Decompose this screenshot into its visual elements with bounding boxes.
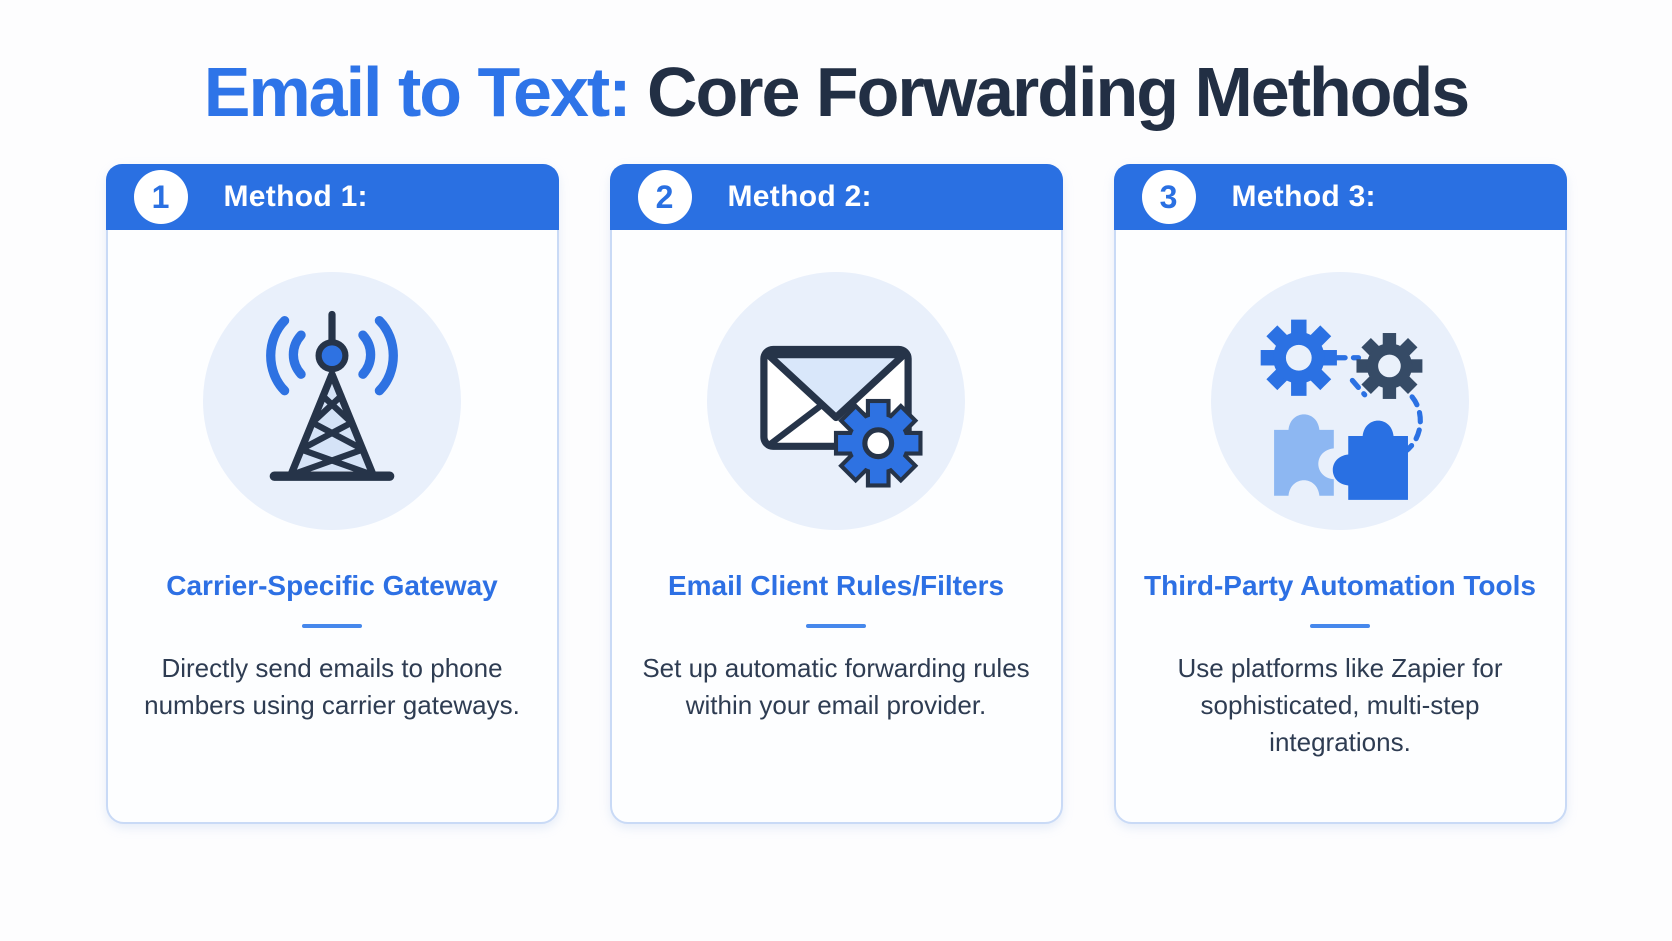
- card-1-number-badge: 1: [133, 170, 188, 224]
- method-card-1: 1 Method 1:: [105, 164, 559, 824]
- card-3-body: Third-Party Automation Tools Use platfor…: [1116, 230, 1565, 761]
- card-2-header: 2 Method 2:: [609, 164, 1063, 230]
- card-1-divider: [302, 624, 362, 628]
- page-title: Email to Text: Core Forwarding Methods: [0, 0, 1672, 132]
- card-2-number-badge: 2: [637, 170, 692, 224]
- card-3-header-label: Method 3:: [1231, 180, 1376, 213]
- card-2-body: Email Client Rules/Filters Set up automa…: [612, 230, 1061, 724]
- card-1-title: Carrier-Specific Gateway: [166, 570, 498, 601]
- card-3-divider: [1310, 624, 1370, 628]
- card-3-description: Use platforms like Zapier for sophistica…: [1177, 653, 1503, 757]
- page-title-highlight: Email to Text:: [203, 53, 632, 131]
- card-2-header-label: Method 2:: [727, 180, 872, 213]
- card-1-body: Carrier-Specific Gateway Directly send e…: [108, 230, 557, 724]
- cell-tower-icon: [203, 272, 461, 530]
- envelope-gear-graphic: [760, 345, 923, 488]
- page-title-rest: Core Forwarding Methods: [629, 53, 1470, 131]
- method-cards-row: 1 Method 1:: [0, 164, 1672, 824]
- gears-puzzle-icon: [1211, 272, 1469, 530]
- card-3-title: Third-Party Automation Tools: [1144, 570, 1536, 601]
- card-3-header: 3 Method 3:: [1113, 164, 1567, 230]
- card-1-description: Directly send emails to phone numbers us…: [144, 653, 520, 720]
- gears-puzzle-graphic: [1260, 319, 1423, 500]
- card-2-title: Email Client Rules/Filters: [667, 570, 1005, 601]
- card-2-description: Set up automatic forwarding rules within…: [642, 653, 1030, 720]
- cell-tower-graphic: [266, 310, 398, 481]
- card-2-divider: [806, 624, 866, 628]
- method-card-3: 3 Method 3:: [1113, 164, 1567, 824]
- method-card-2: 2 Method 2:: [609, 164, 1063, 824]
- card-3-number-badge: 3: [1141, 170, 1196, 224]
- envelope-gear-icon: [707, 272, 965, 530]
- card-1-header-label: Method 1:: [223, 180, 368, 213]
- card-1-header: 1 Method 1:: [105, 164, 559, 230]
